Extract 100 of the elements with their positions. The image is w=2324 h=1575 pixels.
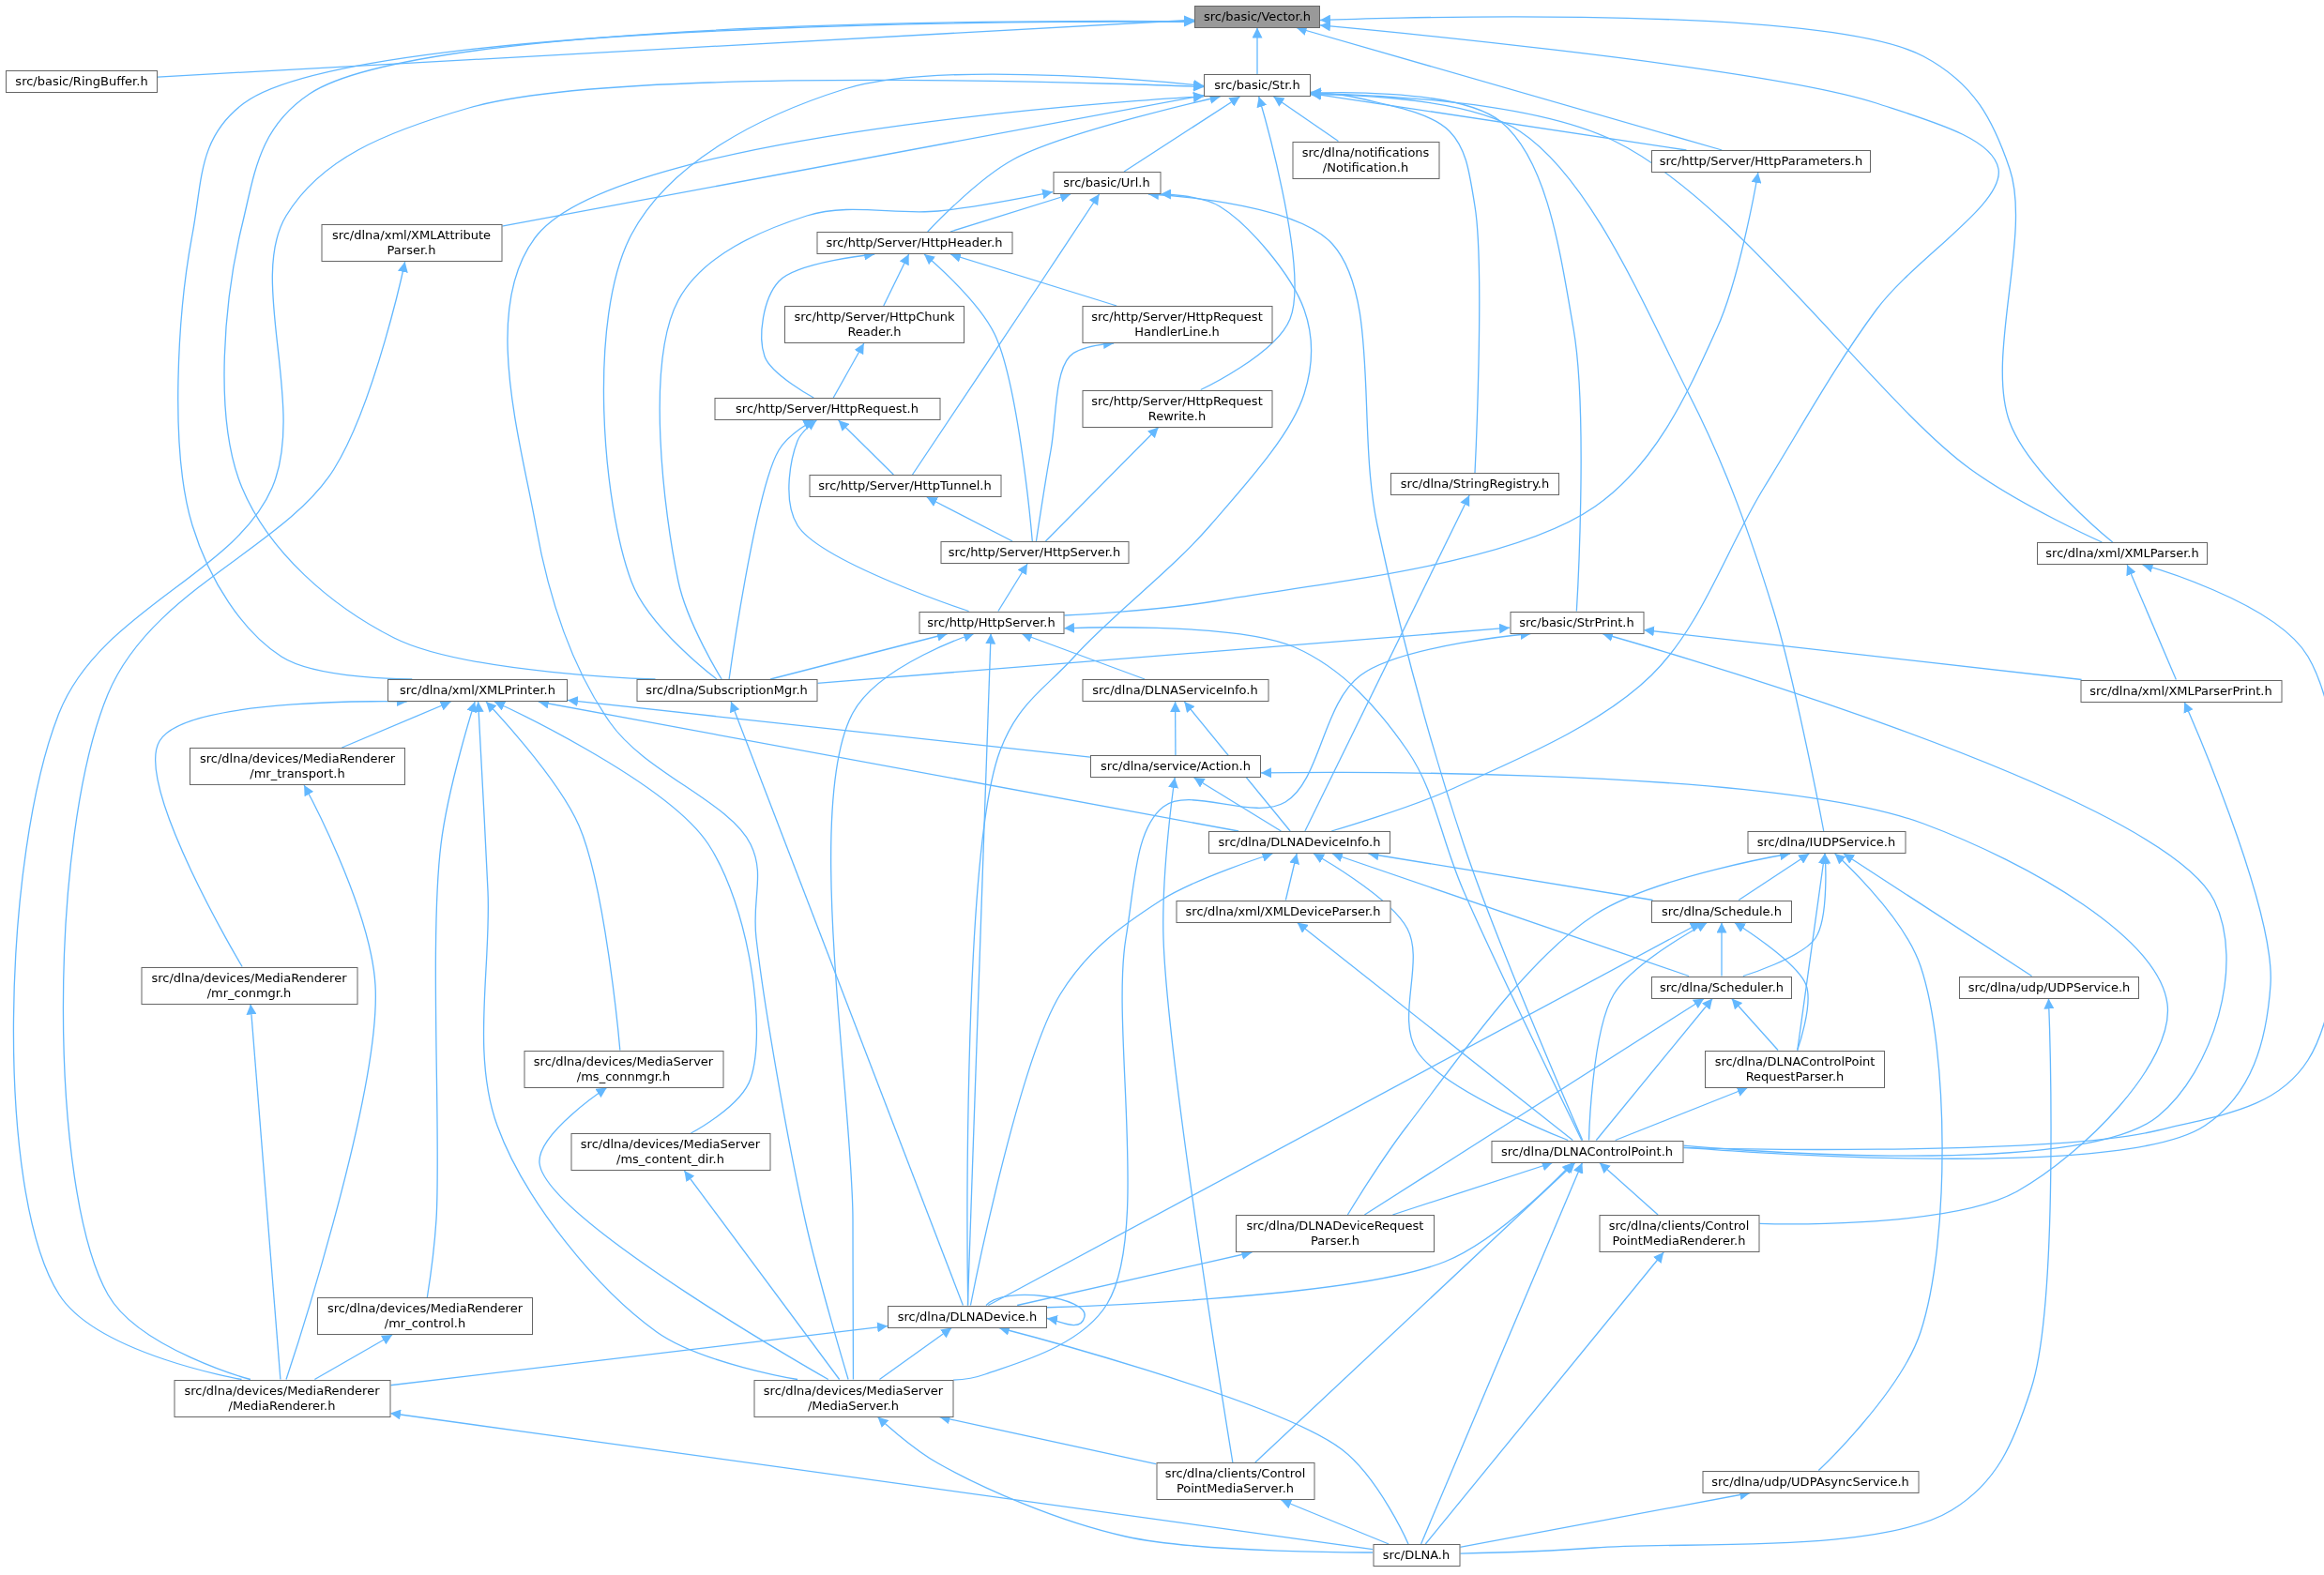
file-node: src/dlna/udp/UDPAsyncService.h bbox=[1702, 1470, 1919, 1493]
include-arrow bbox=[1817, 853, 1943, 1472]
include-arrow bbox=[1843, 853, 2033, 977]
include-arrow bbox=[926, 496, 1013, 542]
include-arrow bbox=[838, 419, 894, 476]
include-arrow bbox=[911, 193, 1101, 476]
file-node: src/basic/StrPrint.h bbox=[1510, 611, 1644, 634]
file-node: src/http/Server/HttpHeader.h bbox=[816, 232, 1012, 254]
file-node: src/dlna/xml/XMLAttribute Parser.h bbox=[321, 224, 502, 262]
include-arrow bbox=[1272, 96, 1340, 143]
include-arrow bbox=[389, 1409, 1374, 1551]
include-arrow bbox=[157, 15, 1195, 78]
include-arrow bbox=[1731, 997, 1779, 1052]
include-arrow bbox=[1643, 626, 2083, 681]
include-arrow bbox=[1063, 622, 1583, 1142]
include-arrow bbox=[969, 852, 1273, 1307]
file-node: src/dlna/DLNAControlPoint RequestParser.h bbox=[1705, 1050, 1885, 1088]
file-node: src/dlna/xml/XMLDeviceParser.h bbox=[1176, 900, 1390, 923]
file-node: src/dlna/devices/MediaRenderer /mr_control.h bbox=[317, 1297, 533, 1335]
include-arrow bbox=[729, 701, 965, 1307]
include-arrow bbox=[683, 1170, 841, 1381]
file-node: src/http/Server/HttpParameters.h bbox=[1651, 150, 1871, 173]
include-arrow bbox=[1162, 777, 1234, 1463]
file-node: src/dlna/Schedule.h bbox=[1651, 900, 1792, 923]
include-arrow bbox=[1304, 494, 1470, 832]
file-node: src/dlna/IUDPService.h bbox=[1747, 831, 1906, 854]
file-node: src/basic/RingBuffer.h bbox=[6, 69, 158, 93]
include-arrow bbox=[1319, 14, 2114, 543]
include-arrow bbox=[473, 701, 798, 1381]
include-arrow bbox=[1459, 997, 2055, 1554]
include-arrow bbox=[1170, 701, 1181, 756]
include-arrow bbox=[494, 701, 758, 1134]
file-node: src/dlna/xml/XMLParserPrint.h bbox=[2080, 679, 2282, 703]
file-node: src/dlna/devices/MediaRenderer /MediaRenderer.h bbox=[174, 1379, 390, 1417]
include-arrow bbox=[1363, 997, 1705, 1216]
include-arrow bbox=[285, 784, 376, 1381]
file-node: src/http/Server/HttpRequest.h bbox=[714, 398, 940, 420]
include-arrow bbox=[876, 1416, 1374, 1553]
include-arrow bbox=[1738, 853, 1810, 901]
include-arrow bbox=[1313, 853, 1569, 1142]
include-arrow bbox=[1615, 1086, 1749, 1142]
include-arrow bbox=[567, 696, 1091, 758]
include-arrow bbox=[659, 189, 1054, 680]
file-node: src/dlna/DLNADeviceInfo.h bbox=[1208, 831, 1390, 854]
file-node: src/http/Server/HttpChunk Reader.h bbox=[784, 306, 965, 343]
file-node: src/dlna/SubscriptionMgr.h bbox=[636, 679, 817, 702]
include-arrow bbox=[1319, 21, 1999, 832]
file-node: src/dlna/notifications /Notification.h bbox=[1292, 141, 1439, 179]
include-arrow bbox=[1254, 1161, 1576, 1463]
include-arrow bbox=[1599, 1161, 1659, 1216]
file-node: src/dlna/devices/MediaServer /ms_connmgr.h bbox=[524, 1050, 723, 1088]
include-arrow bbox=[997, 563, 1028, 613]
include-arrow bbox=[1044, 426, 1160, 542]
include-arrow bbox=[985, 1294, 1086, 1326]
include-arrow bbox=[12, 79, 1205, 1381]
include-arrow bbox=[2126, 564, 2178, 681]
include-arrow bbox=[1046, 1161, 1573, 1309]
include-arrow bbox=[1252, 26, 1263, 75]
include-arrow bbox=[878, 1326, 952, 1381]
file-node: src/dlna/devices/MediaRenderer /mr_transport.h bbox=[190, 748, 405, 785]
include-arrow bbox=[816, 623, 1511, 684]
include-arrow bbox=[1200, 96, 1296, 391]
file-node: src/dlna/DLNAServiceInfo.h bbox=[1082, 679, 1268, 702]
file-node: src/http/Server/HttpRequest Rewrite.h bbox=[1082, 389, 1272, 428]
file-node: src/dlna/service/Action.h bbox=[1090, 755, 1261, 778]
file-node: src/basic/Str.h bbox=[1204, 74, 1311, 97]
include-arrow bbox=[341, 701, 452, 749]
include-arrow bbox=[1297, 921, 1573, 1142]
file-node: src/dlna/DLNADevice.h bbox=[888, 1305, 1047, 1328]
include-arrow bbox=[1331, 852, 1690, 977]
include-arrow bbox=[1424, 1251, 1664, 1545]
include-arrow bbox=[1123, 96, 1241, 173]
include-arrow bbox=[501, 92, 1205, 227]
include-arrow bbox=[539, 1086, 829, 1381]
file-node: src/dlna/devices/MediaServer /MediaServer.h bbox=[753, 1379, 953, 1417]
include-arrow bbox=[1021, 632, 1146, 680]
file-node: src/dlna/udp/UDPService.h bbox=[1959, 976, 2139, 999]
include-arrow bbox=[832, 342, 865, 399]
include-arrow bbox=[788, 419, 970, 613]
include-arrow bbox=[1682, 701, 2271, 1159]
include-arrow bbox=[966, 632, 996, 1307]
file-node: src/dlna/clients/Control PointMediaServer.h bbox=[1156, 1462, 1314, 1500]
include-arrow bbox=[1284, 853, 1299, 901]
include-arrow bbox=[426, 701, 478, 1298]
file-node: src/dlna/clients/Control PointMediaRenderer.h bbox=[1599, 1215, 1759, 1252]
file-node: src/dlna/StringRegistry.h bbox=[1390, 473, 1559, 495]
include-arrow bbox=[389, 1322, 889, 1386]
file-node: src/http/HttpServer.h bbox=[919, 611, 1064, 634]
include-arrow bbox=[949, 252, 1117, 307]
include-arrow bbox=[1260, 767, 2168, 1225]
include-arrow bbox=[1420, 1161, 1584, 1545]
include-arrow bbox=[1742, 853, 1831, 977]
file-node: src/dlna/xml/XMLParser.h bbox=[2037, 542, 2208, 565]
file-node: src/dlna/devices/MediaServer /ms_content_dir.h bbox=[570, 1133, 770, 1171]
file-node: src/http/Server/HttpRequest HandlerLine.h bbox=[1082, 306, 1272, 343]
include-arrow bbox=[1587, 921, 1709, 1142]
file-node: src/basic/Vector.h bbox=[1194, 5, 1320, 28]
include-arrow bbox=[485, 701, 621, 1052]
include-arrow bbox=[883, 253, 910, 307]
file-node: src/http/Server/HttpServer.h bbox=[940, 541, 1129, 564]
